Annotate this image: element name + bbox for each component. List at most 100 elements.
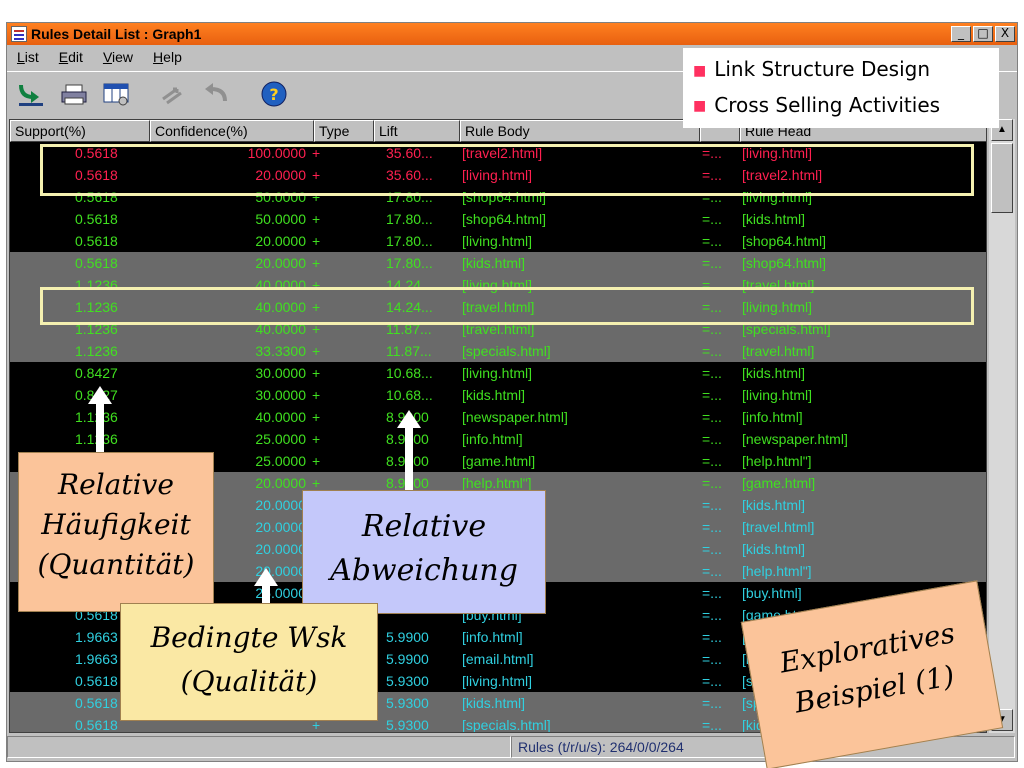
cell-rule-body: [travel.html] [462, 321, 535, 337]
table-row[interactable]: 1.123640.0000+8.9000[newspaper.html]=...… [10, 406, 986, 428]
cell-rule-body: [email.html] [462, 651, 534, 667]
cell-rule-body: [specials.html] [462, 717, 551, 733]
vertical-scrollbar[interactable]: ▲ ▼ [989, 119, 1015, 733]
cell-confidence: 30.0000 [255, 365, 306, 381]
cell-separator: =... [702, 255, 722, 271]
cell-confidence: 20.0000 [255, 519, 306, 535]
maximize-button[interactable]: □ [973, 26, 993, 42]
cell-confidence: 20.0000 [255, 475, 306, 491]
print-icon [61, 84, 87, 104]
status-bar: Rules (t/r/u/s): 264/0/0/264 [7, 736, 1017, 760]
cell-rule-body: [living.html] [462, 167, 533, 183]
callout-item: ■Cross Selling Activities [693, 92, 941, 117]
cell-separator: =... [702, 695, 722, 711]
cell-separator: =... [702, 453, 722, 469]
cell-support: 0.5618 [10, 208, 150, 230]
cell-support: 1.1236 [10, 318, 150, 340]
cell-rule-body: [shop64.html] [462, 211, 547, 227]
col-rule-body[interactable]: Rule Body [460, 120, 700, 142]
cell-support: 1.9663 [10, 626, 150, 648]
cell-confidence: 20.0000 [255, 497, 306, 513]
list-app-icon[interactable] [11, 26, 27, 42]
print-button[interactable] [57, 77, 91, 111]
help-button[interactable]: ? [257, 77, 291, 111]
cell-separator: =... [702, 409, 722, 425]
cell-lift: 17.80... [386, 233, 433, 249]
menu-view[interactable]: View [102, 49, 134, 65]
menu-help[interactable]: Help [153, 49, 182, 65]
cell-lift: 8.9000 [374, 428, 460, 450]
cell-type: + [312, 453, 321, 469]
col-lift[interactable]: Lift [374, 120, 460, 142]
table-row[interactable]: 0.561820.0000+8.9000[help.html"]=...[gam… [10, 472, 986, 494]
table-row[interactable]: 1.123625.0000+8.9000[info.html]=...[news… [10, 428, 986, 450]
forward-button[interactable] [157, 77, 191, 111]
cell-lift: 8.9000 [374, 450, 460, 472]
cell-rule-head: [specials.html] [742, 321, 831, 337]
title-bar[interactable]: Rules Detail List : Graph1 _ □ X [7, 23, 1017, 45]
export-button[interactable] [15, 77, 49, 111]
cell-separator: =... [702, 387, 722, 403]
cell-separator: =... [702, 145, 722, 161]
cell-confidence: 20.0000 [255, 541, 306, 557]
cell-support: 0.5618 [10, 670, 150, 692]
cell-rule-head: [buy.html] [742, 585, 802, 601]
cell-confidence: 20.0000 [255, 233, 306, 249]
cell-type: + [312, 343, 321, 359]
close-button[interactable]: X [995, 26, 1015, 42]
cell-type: + [312, 431, 321, 447]
col-confidence[interactable]: Confidence(%) [150, 120, 314, 142]
highlight-frame-travel2 [40, 144, 974, 196]
col-type[interactable]: Type [314, 120, 374, 142]
cell-confidence: 100.0000 [247, 145, 306, 161]
cell-rule-head: [kids.html] [742, 365, 806, 381]
menu-edit[interactable]: Edit [58, 49, 83, 65]
cell-rule-body: [info.html] [462, 431, 523, 447]
cell-support: 0.8427 [10, 384, 150, 406]
cell-rule-head: [info.html] [742, 409, 803, 425]
scroll-thumb[interactable] [991, 143, 1013, 213]
cell-support: 1.1236 [10, 296, 150, 318]
cell-rule-head: [shop64.html] [742, 233, 827, 249]
cell-type: + [312, 189, 321, 205]
cell-confidence: 25.0000 [255, 431, 306, 447]
cell-support-value: 0.8427 [75, 365, 118, 381]
cell-rule-body: [game.html] [462, 453, 536, 469]
cell-support: 0.5618 [10, 252, 150, 274]
back-icon [205, 82, 227, 101]
bullet-icon: ■ [693, 98, 707, 114]
cell-rule-head: [living.html] [742, 299, 813, 315]
cell-support-value: 1.1236 [75, 406, 150, 428]
back-button[interactable] [199, 77, 233, 111]
minimize-button[interactable]: _ [951, 26, 971, 42]
arrow-confidence-icon [254, 568, 278, 606]
cell-lift: 5.9300 [386, 673, 429, 689]
col-support[interactable]: Support(%) [10, 120, 150, 142]
cell-type: + [312, 145, 321, 161]
cell-rule-head: [travel.html] [742, 343, 815, 359]
cell-lift: 5.9300 [386, 695, 429, 711]
cell-type: + [312, 299, 321, 315]
menu-list[interactable]: List [17, 49, 39, 65]
forward-icon [162, 87, 182, 104]
cell-support: 0.5618 [10, 714, 150, 732]
cell-type: + [312, 717, 321, 733]
table-settings-button[interactable] [99, 77, 133, 111]
cell-support: 1.1236 [10, 406, 150, 428]
export-icon [19, 84, 43, 106]
cell-support: 0.8427 [10, 362, 150, 384]
cell-rule-body: [living.html] [462, 233, 533, 249]
cell-lift: 10.68... [386, 365, 433, 381]
window-controls: _ □ X [951, 26, 1015, 42]
cell-support-value: 1.1236 [75, 343, 118, 359]
table-row[interactable]: 0.842730.0000+10.68...[kids.html]=...[li… [10, 384, 986, 406]
cell-separator: =... [702, 475, 722, 491]
